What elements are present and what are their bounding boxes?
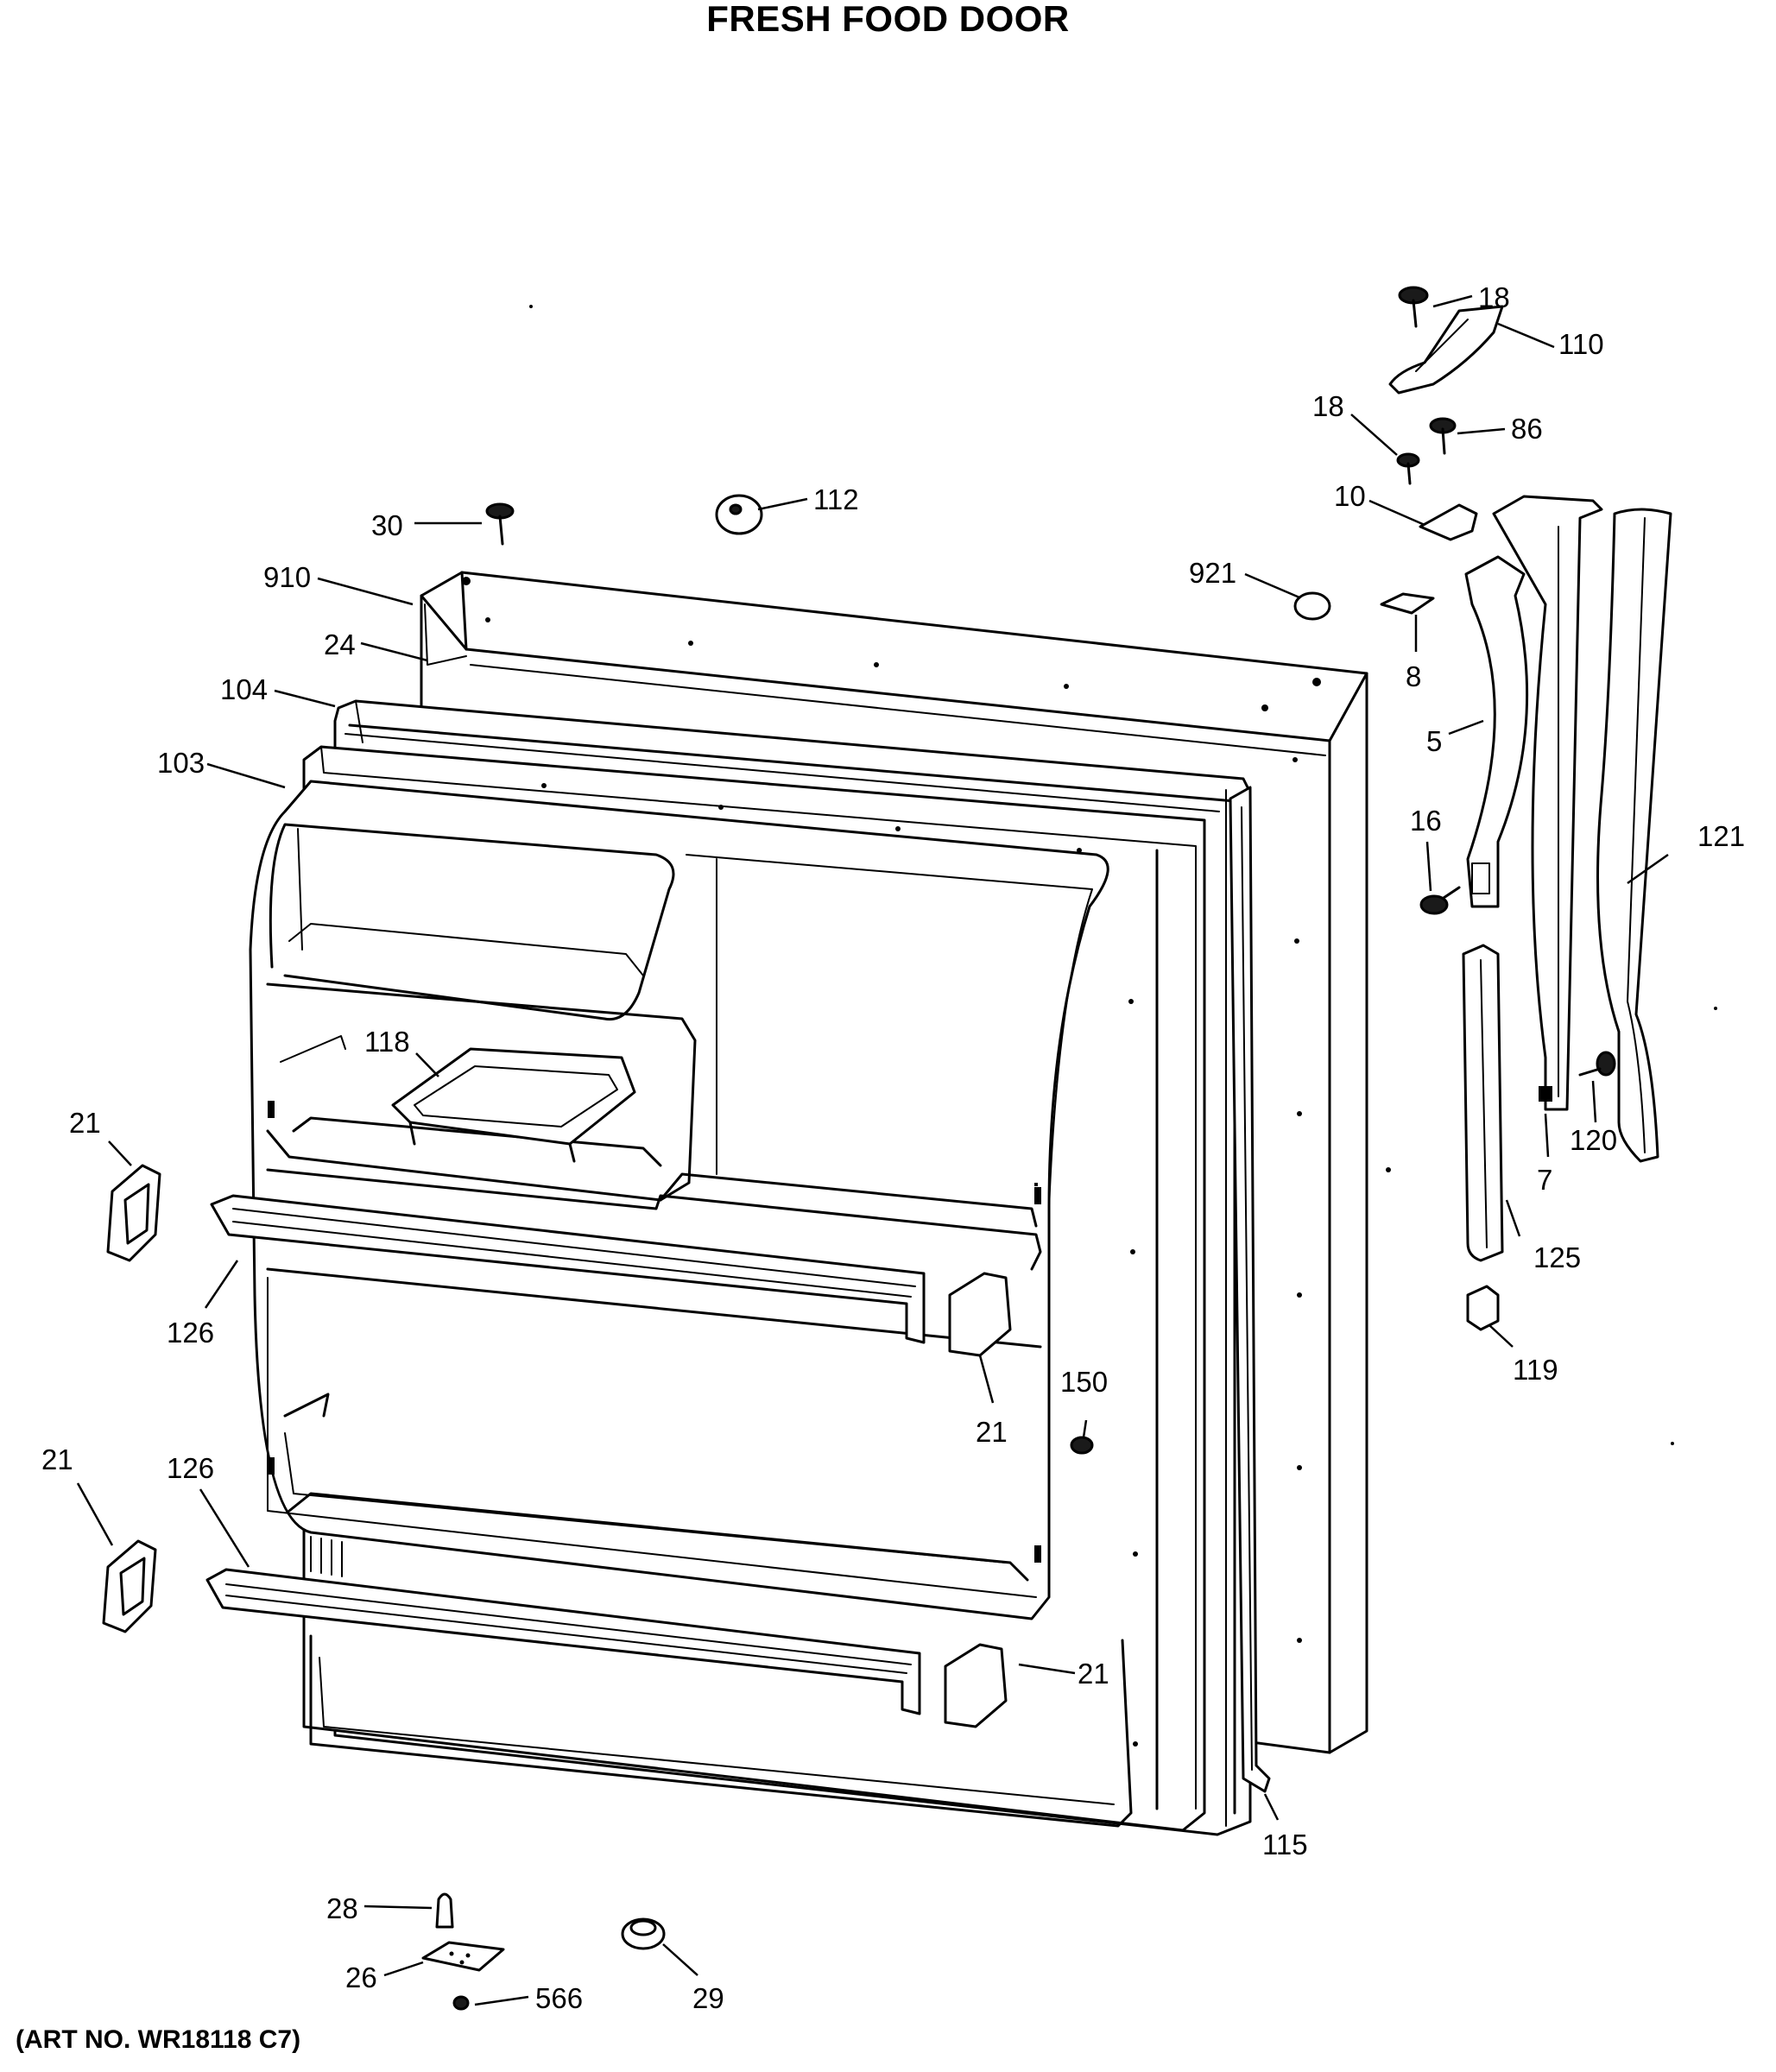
callout-921: 921 bbox=[1189, 557, 1236, 589]
callout-121: 121 bbox=[1697, 820, 1745, 852]
rail-end-cap-right-lower bbox=[944, 1643, 1008, 1728]
liner-inner-shelves bbox=[249, 780, 1133, 1828]
callout-16: 16 bbox=[1410, 805, 1442, 837]
callout-30: 30 bbox=[371, 509, 403, 541]
bracket-26 bbox=[421, 1941, 505, 1972]
screw-18-mid bbox=[1396, 452, 1420, 485]
callout-110: 110 bbox=[1558, 328, 1604, 360]
art-number: (ART NO. WR18118 C7) bbox=[16, 2025, 301, 2054]
hinge-10 bbox=[1419, 503, 1478, 541]
stop-119 bbox=[1466, 1285, 1500, 1331]
callout-24: 24 bbox=[324, 629, 356, 660]
callout-115: 115 bbox=[1262, 1829, 1308, 1860]
callout-112: 112 bbox=[813, 483, 859, 515]
callout-8: 8 bbox=[1406, 660, 1421, 692]
callout-150: 150 bbox=[1060, 1366, 1108, 1398]
callout-120: 120 bbox=[1570, 1124, 1617, 1156]
callout-18-mid: 18 bbox=[1312, 390, 1344, 422]
callout-126-upper: 126 bbox=[167, 1317, 214, 1349]
hinge-cover-110 bbox=[1388, 305, 1504, 395]
callout-labels: 18 110 18 86 10 112 30 910 921 8 24 104 … bbox=[41, 281, 1745, 2014]
callout-125: 125 bbox=[1533, 1241, 1581, 1273]
callout-10: 10 bbox=[1334, 480, 1366, 512]
callout-29: 29 bbox=[692, 1982, 724, 2014]
door-stop-strip-115 bbox=[1229, 786, 1271, 1793]
callout-21-right-upper: 21 bbox=[976, 1416, 1008, 1448]
screw-120 bbox=[1578, 1051, 1616, 1077]
callout-21-left-lower: 21 bbox=[41, 1443, 73, 1475]
screw-30 bbox=[485, 502, 515, 546]
callout-103: 103 bbox=[157, 747, 205, 779]
callout-5: 5 bbox=[1426, 725, 1442, 757]
callout-119: 119 bbox=[1513, 1354, 1558, 1386]
callout-126-lower: 126 bbox=[167, 1452, 214, 1484]
shim-8 bbox=[1380, 592, 1435, 615]
plug-112 bbox=[715, 494, 763, 535]
shelf-rail-lower bbox=[205, 1568, 921, 1715]
handle-bracket-5 bbox=[1464, 555, 1529, 908]
callout-21-left-upper: 21 bbox=[69, 1107, 101, 1139]
rail-end-cap-right-upper bbox=[948, 1272, 1012, 1357]
plug-921 bbox=[1293, 591, 1331, 621]
callout-104: 104 bbox=[220, 673, 268, 705]
callout-21-right-lower: 21 bbox=[1078, 1658, 1109, 1690]
callout-910: 910 bbox=[263, 561, 311, 593]
callout-26: 26 bbox=[345, 1961, 377, 1993]
callout-28: 28 bbox=[326, 1892, 358, 1924]
handle-frame-7 bbox=[1492, 495, 1603, 1111]
handle-121 bbox=[1596, 508, 1672, 1163]
callout-86: 86 bbox=[1511, 413, 1543, 445]
rail-end-cap-left-upper bbox=[106, 1164, 161, 1262]
leader-lines bbox=[76, 294, 1669, 2006]
screw-566 bbox=[452, 1995, 470, 2011]
callout-18-top: 18 bbox=[1478, 281, 1510, 313]
callout-118: 118 bbox=[364, 1026, 410, 1058]
screw-86 bbox=[1429, 417, 1457, 455]
screw-150 bbox=[1070, 1436, 1094, 1455]
shelf-rail-upper bbox=[210, 1194, 926, 1344]
handle-strip-125 bbox=[1462, 944, 1504, 1262]
callout-7: 7 bbox=[1537, 1164, 1552, 1196]
screw-18-top bbox=[1398, 286, 1429, 328]
cap-29 bbox=[621, 1917, 666, 1950]
page-title: FRESH FOOD DOOR bbox=[706, 0, 1070, 39]
screw-16 bbox=[1419, 886, 1461, 915]
callout-566: 566 bbox=[535, 1982, 583, 2014]
can-rack bbox=[391, 1047, 636, 1163]
pin-28 bbox=[435, 1892, 454, 1929]
rail-end-cap-left-lower bbox=[102, 1539, 157, 1633]
